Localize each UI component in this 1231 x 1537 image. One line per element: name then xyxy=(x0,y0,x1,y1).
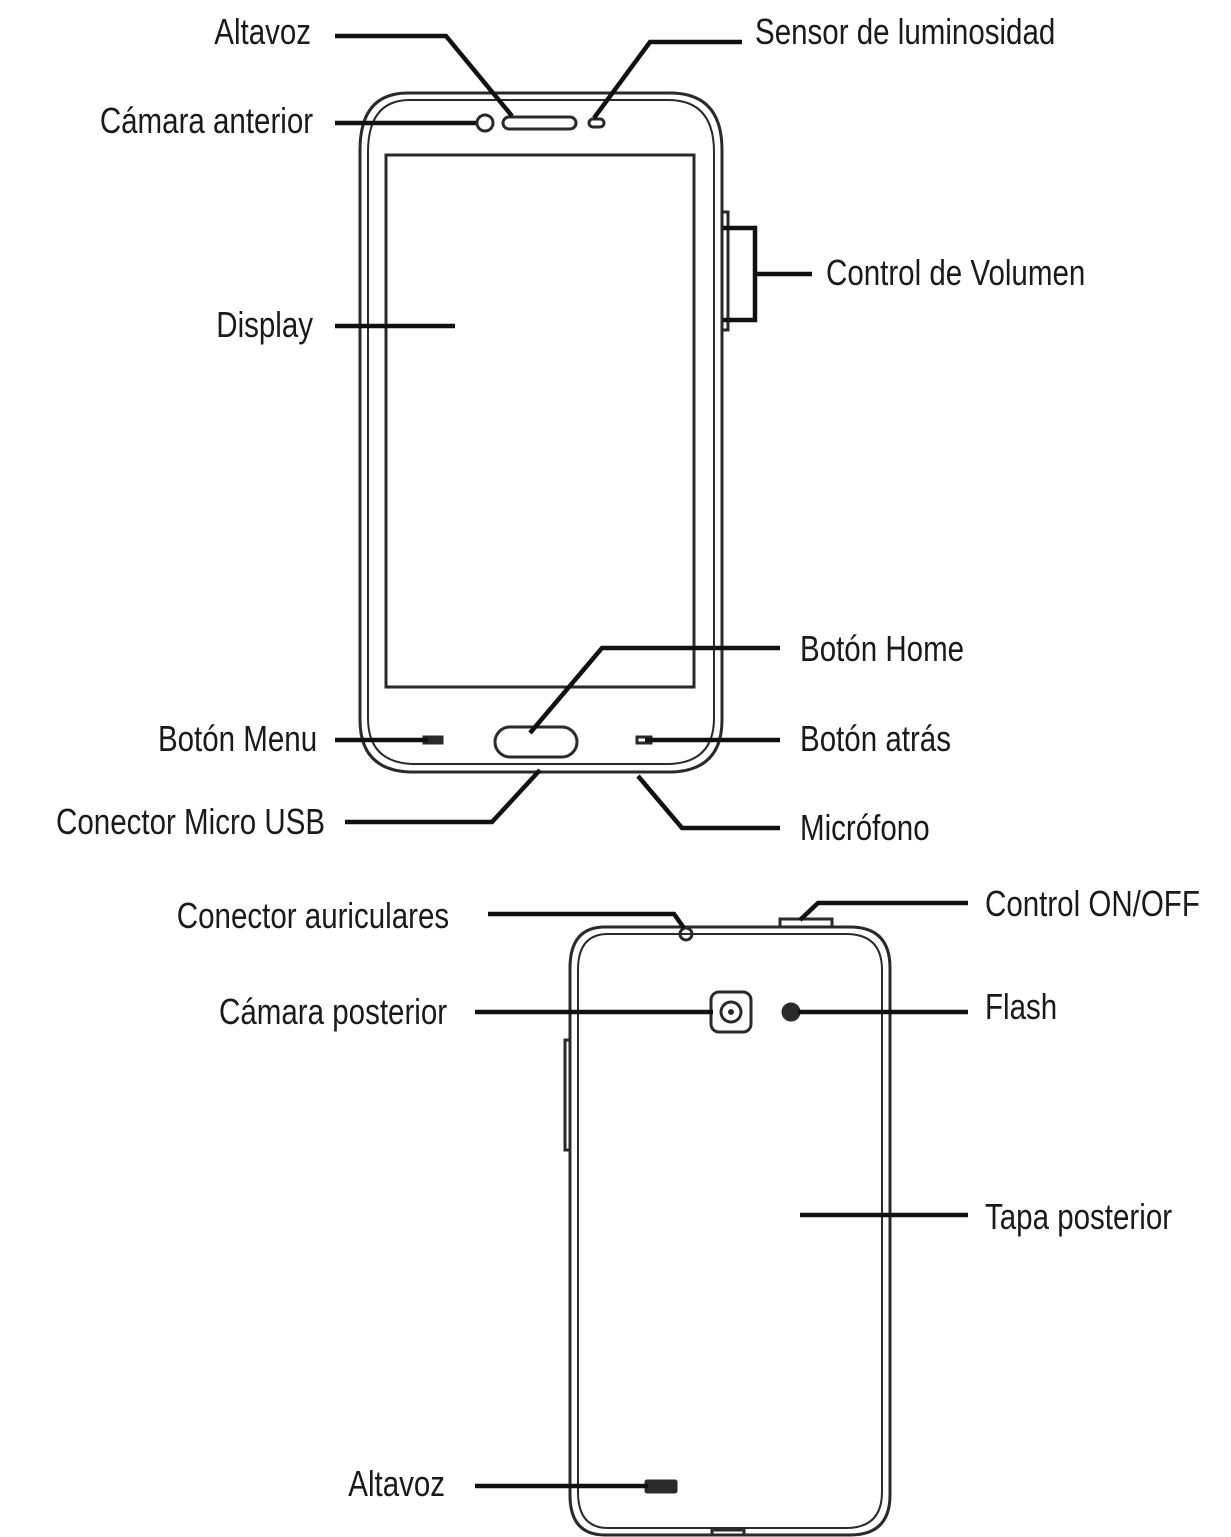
home-button xyxy=(493,725,579,759)
front-camera xyxy=(475,113,495,133)
label-camara-posterior: Cámara posterior xyxy=(218,991,447,1032)
front-phone xyxy=(358,91,730,774)
label-conector-usb: Conector Micro USB xyxy=(55,801,325,842)
label-camara-anterior: Cámara anterior xyxy=(99,100,313,141)
front-body-inner-outline xyxy=(367,99,715,765)
label-boton-menu: Botón Menu xyxy=(157,718,317,759)
usb-port-mark xyxy=(710,1528,746,1535)
leader-usb xyxy=(345,768,542,825)
label-microfono: Micrófono xyxy=(800,807,930,848)
side-key xyxy=(563,1038,572,1152)
leader-altavoz-top xyxy=(335,33,514,118)
label-sensor-luminosidad: Sensor de luminosidad xyxy=(755,11,1056,52)
leader-home xyxy=(528,645,780,735)
label-display: Display xyxy=(216,304,313,345)
leader-onoff xyxy=(798,900,968,922)
label-tapa-posterior: Tapa posterior xyxy=(985,1196,1173,1237)
label-boton-atras: Botón atrás xyxy=(800,718,951,759)
rear-camera-lens xyxy=(719,1000,743,1024)
front-speaker-grille xyxy=(501,115,578,131)
leader-microfono xyxy=(636,774,780,831)
back-body-inner-outline xyxy=(577,933,883,1529)
front-body-outline xyxy=(358,91,724,774)
back-body-outline xyxy=(568,925,892,1537)
light-sensor xyxy=(587,117,606,129)
display-screen xyxy=(384,153,696,689)
rear-flash xyxy=(781,1002,801,1022)
label-altavoz-top: Altavoz xyxy=(214,11,311,52)
leader-sensor xyxy=(592,39,742,120)
leader-volumen xyxy=(723,225,812,323)
rear-speaker xyxy=(644,1479,678,1494)
label-conector-auriculares: Conector auriculares xyxy=(176,895,449,936)
label-boton-home: Botón Home xyxy=(800,628,965,669)
label-control-volumen: Control de Volumen xyxy=(826,252,1086,293)
rear-camera-lens-center xyxy=(728,1009,734,1015)
power-key xyxy=(778,917,834,927)
label-altavoz-bottom: Altavoz xyxy=(348,1463,445,1504)
headphone-jack xyxy=(678,926,694,942)
label-control-onoff: Control ON/OFF xyxy=(985,883,1200,924)
leader-auriculares xyxy=(488,911,686,930)
label-flash: Flash xyxy=(985,986,1058,1027)
volume-rocker xyxy=(722,210,730,332)
